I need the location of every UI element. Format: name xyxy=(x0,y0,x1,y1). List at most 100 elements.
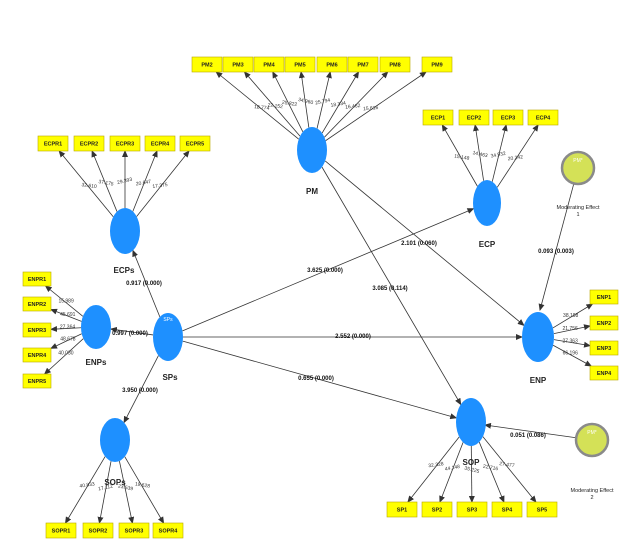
loading-value-sopr3: 23.539 xyxy=(117,483,133,492)
indicator-pm9 xyxy=(421,56,453,73)
indicator-label-pm5: PM5 xyxy=(294,63,305,69)
construct-enp xyxy=(522,312,554,362)
loading-arrow-enpr2 xyxy=(50,308,82,322)
indicator-ecpr2 xyxy=(73,135,105,152)
path-coef-m1-enp: 0.093 (0.003) xyxy=(538,249,574,255)
loading-value-sopr2: 17.112 xyxy=(98,484,114,493)
indicator-ecp2 xyxy=(458,109,490,126)
indicator-label-sp1: SP1 xyxy=(397,508,407,514)
moderator-m1 xyxy=(560,150,596,186)
indicator-label-ecp3: ECP3 xyxy=(501,116,515,122)
indicator-sopr4 xyxy=(152,522,184,539)
indicator-ecp1 xyxy=(422,109,454,126)
indicator-label-pm8: PM8 xyxy=(389,63,400,69)
loading-value-pm9: 15.616 xyxy=(363,105,379,112)
construct-inner-sps: SPs xyxy=(163,317,173,323)
loading-arrow-sp1 xyxy=(407,436,460,503)
loading-arrow-ecpr5 xyxy=(136,150,190,217)
loading-arrow-pm7 xyxy=(321,71,360,134)
loading-arrow-sp5 xyxy=(482,436,537,503)
loading-arrow-enpr4 xyxy=(50,333,82,349)
path-pm-enp xyxy=(324,160,525,326)
indicator-ecp4 xyxy=(527,109,559,126)
path-sps-sops xyxy=(123,355,159,424)
indicator-pm5 xyxy=(284,56,316,73)
construct-ecps xyxy=(110,208,140,254)
loading-arrow-pm3 xyxy=(243,71,301,137)
indicator-enpr2 xyxy=(22,296,52,312)
indicator-label-enp3: ENP3 xyxy=(597,346,611,352)
loading-arrow-enpr1 xyxy=(44,285,84,317)
loading-arrow-ecp4 xyxy=(496,124,539,188)
indicator-ecp3 xyxy=(492,109,524,126)
indicator-label-ecpr5: ECPR5 xyxy=(186,142,204,148)
indicator-ecpr5 xyxy=(179,135,211,152)
loading-value-sp3: 35.225 xyxy=(464,466,480,475)
indicator-sp4 xyxy=(491,501,523,518)
path-sps-enps xyxy=(109,326,154,336)
indicator-pm2 xyxy=(191,56,223,73)
loading-arrow-enpr5 xyxy=(43,338,84,375)
indicator-label-pm4: PM4 xyxy=(263,63,275,69)
indicator-sopr1 xyxy=(45,522,77,539)
construct-sops xyxy=(100,418,130,462)
loading-arrow-ecp3 xyxy=(491,124,508,182)
loading-arrow-enpr3 xyxy=(50,325,82,332)
indicator-sopr2 xyxy=(82,522,114,539)
loading-value-enpr5: 40.030 xyxy=(58,351,74,357)
loading-value-enpr2: 45.691 xyxy=(60,312,76,318)
loading-value-sp4: 22.716 xyxy=(482,464,498,473)
moderator-inner-m2: PM* xyxy=(587,430,597,436)
moderator-label-1: Moderating Effect xyxy=(556,205,599,211)
indicator-label-enpr2: ENPR2 xyxy=(28,302,46,308)
loading-value-pm5: 34.960 xyxy=(297,97,313,106)
indicator-label-ecpr4: ECPR4 xyxy=(151,142,170,148)
path-coef-m2-sop: 0.051 (0.086) xyxy=(510,433,546,439)
path-coef-sps-enp: 2.552 (0.000) xyxy=(335,334,371,340)
path-coef-pm-enp: 2.101 (0.060) xyxy=(401,241,437,247)
loading-arrow-sp2 xyxy=(439,442,464,503)
indicator-label-ecpr2: ECPR2 xyxy=(80,142,98,148)
indicator-label-enpr4: ENPR4 xyxy=(28,353,47,359)
path-m2-moderator xyxy=(484,422,577,439)
indicator-label-sp3: SP3 xyxy=(467,508,477,514)
loading-arrow-enp3 xyxy=(553,339,591,348)
construct-label-enps: ENPs xyxy=(86,358,107,367)
indicator-enp4 xyxy=(589,365,619,381)
loading-value-ecpr1: 32.610 xyxy=(81,182,97,190)
indicator-label-pm9: PM9 xyxy=(431,63,442,69)
construct-label-ecp: ECP xyxy=(479,240,496,249)
path-coef-sps-sop: 0.655 (0.000) xyxy=(298,376,334,382)
loading-arrow-sp4 xyxy=(478,441,505,503)
indicator-label-pm2: PM2 xyxy=(201,63,212,69)
moderator-label-1-num: 1 xyxy=(576,212,579,218)
moderator-inner-m1: PM* xyxy=(573,158,583,164)
indicator-label-sp4: SP4 xyxy=(502,508,513,514)
indicator-sp3 xyxy=(456,501,488,518)
construct-pm xyxy=(297,127,327,173)
indicator-enp2 xyxy=(589,315,619,331)
loading-value-ecp3: 34.932 xyxy=(490,151,506,160)
indicator-enp3 xyxy=(589,340,619,356)
loading-arrow-enp4 xyxy=(552,344,593,367)
loading-arrow-pm5 xyxy=(298,71,310,128)
loading-arrow-pm8 xyxy=(324,71,389,138)
construct-ecp xyxy=(473,180,501,226)
indicator-label-enp1: ENP1 xyxy=(597,295,611,301)
path-sps-ecps xyxy=(132,249,161,318)
construct-enps xyxy=(81,305,111,349)
indicator-pm3 xyxy=(222,56,254,73)
loading-value-ecp2: 14.463 xyxy=(472,150,488,159)
construct-label-ecps: ECPs xyxy=(114,266,135,275)
indicator-pm6 xyxy=(316,56,348,73)
path-coef-pm-sop: 3.085 (0.114) xyxy=(372,286,407,292)
loading-value-enp4: 66.196 xyxy=(563,351,579,357)
loading-arrow-sp3 xyxy=(468,445,475,503)
indicator-enpr1 xyxy=(22,271,52,287)
loading-value-ecpr3: 29.393 xyxy=(117,177,133,186)
construct-label-sps: SPs xyxy=(162,373,178,382)
loading-arrow-sopr3 xyxy=(119,460,135,524)
indicator-ecpr4 xyxy=(144,135,176,152)
